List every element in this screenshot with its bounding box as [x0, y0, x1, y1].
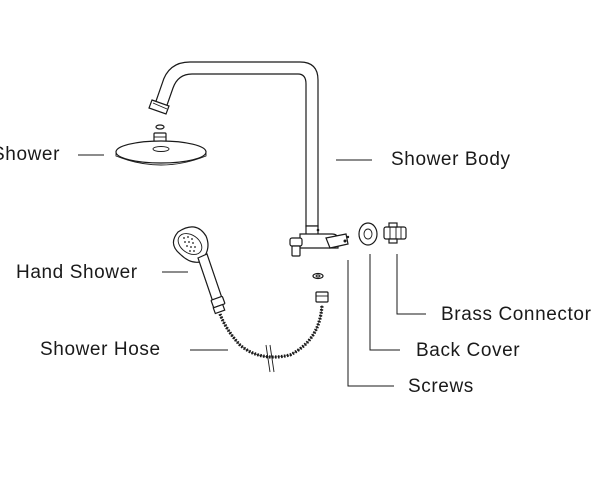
brass-connector-part: [383, 222, 407, 244]
label-shower-hose: Shower Hose: [40, 339, 161, 360]
label-hand-shower: Hand Shower: [16, 262, 138, 283]
label-shower-body: Shower Body: [391, 149, 511, 170]
label-rain-shower: Shower: [0, 144, 60, 165]
rain-shower-head: [115, 124, 207, 166]
screws-part: [312, 272, 324, 280]
shower-body-pipe: [148, 61, 319, 227]
label-brass-connector: Brass Connector: [441, 304, 592, 325]
diverter-bracket: [289, 225, 350, 257]
label-back-cover: Back Cover: [416, 340, 520, 361]
shower-hose-part: [218, 291, 329, 373]
hand-shower-part: [172, 226, 226, 315]
leader-lines: [78, 154, 426, 387]
label-screws: Screws: [408, 376, 474, 397]
back-cover-part: [358, 222, 378, 246]
